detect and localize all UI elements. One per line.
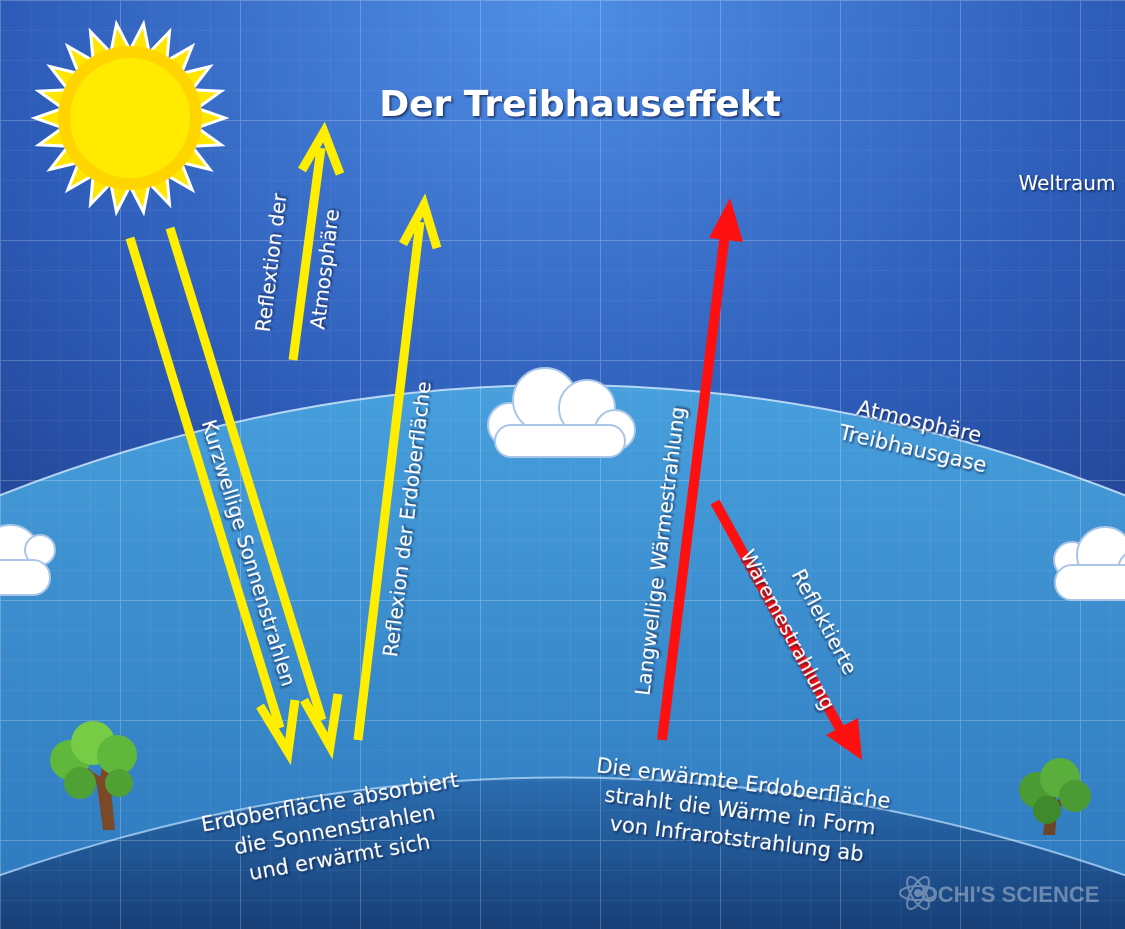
tree-icon xyxy=(1019,758,1091,835)
page-title: Der Treibhauseffekt xyxy=(379,84,781,125)
watermark-text: OCHI'S SCIENCE xyxy=(921,882,1100,907)
reflected-heat-arrow xyxy=(710,499,862,760)
tree-icon xyxy=(50,721,137,830)
shortwave-ray-1 xyxy=(125,236,300,766)
atom-icon xyxy=(899,876,937,910)
cloud-icon xyxy=(0,524,56,596)
cloud-icon xyxy=(1053,526,1125,601)
watermark: OCHI'S SCIENCE xyxy=(899,876,1100,910)
longwave-ray-arrow xyxy=(657,198,743,741)
sun-icon xyxy=(30,19,230,217)
shortwave-ray-2 xyxy=(165,226,343,760)
space-label: Weltraum xyxy=(1019,171,1116,195)
cloud-icon xyxy=(487,367,636,458)
atmosphere-reflection-arrow xyxy=(288,121,345,361)
surface-reflection-arrow xyxy=(353,193,442,741)
